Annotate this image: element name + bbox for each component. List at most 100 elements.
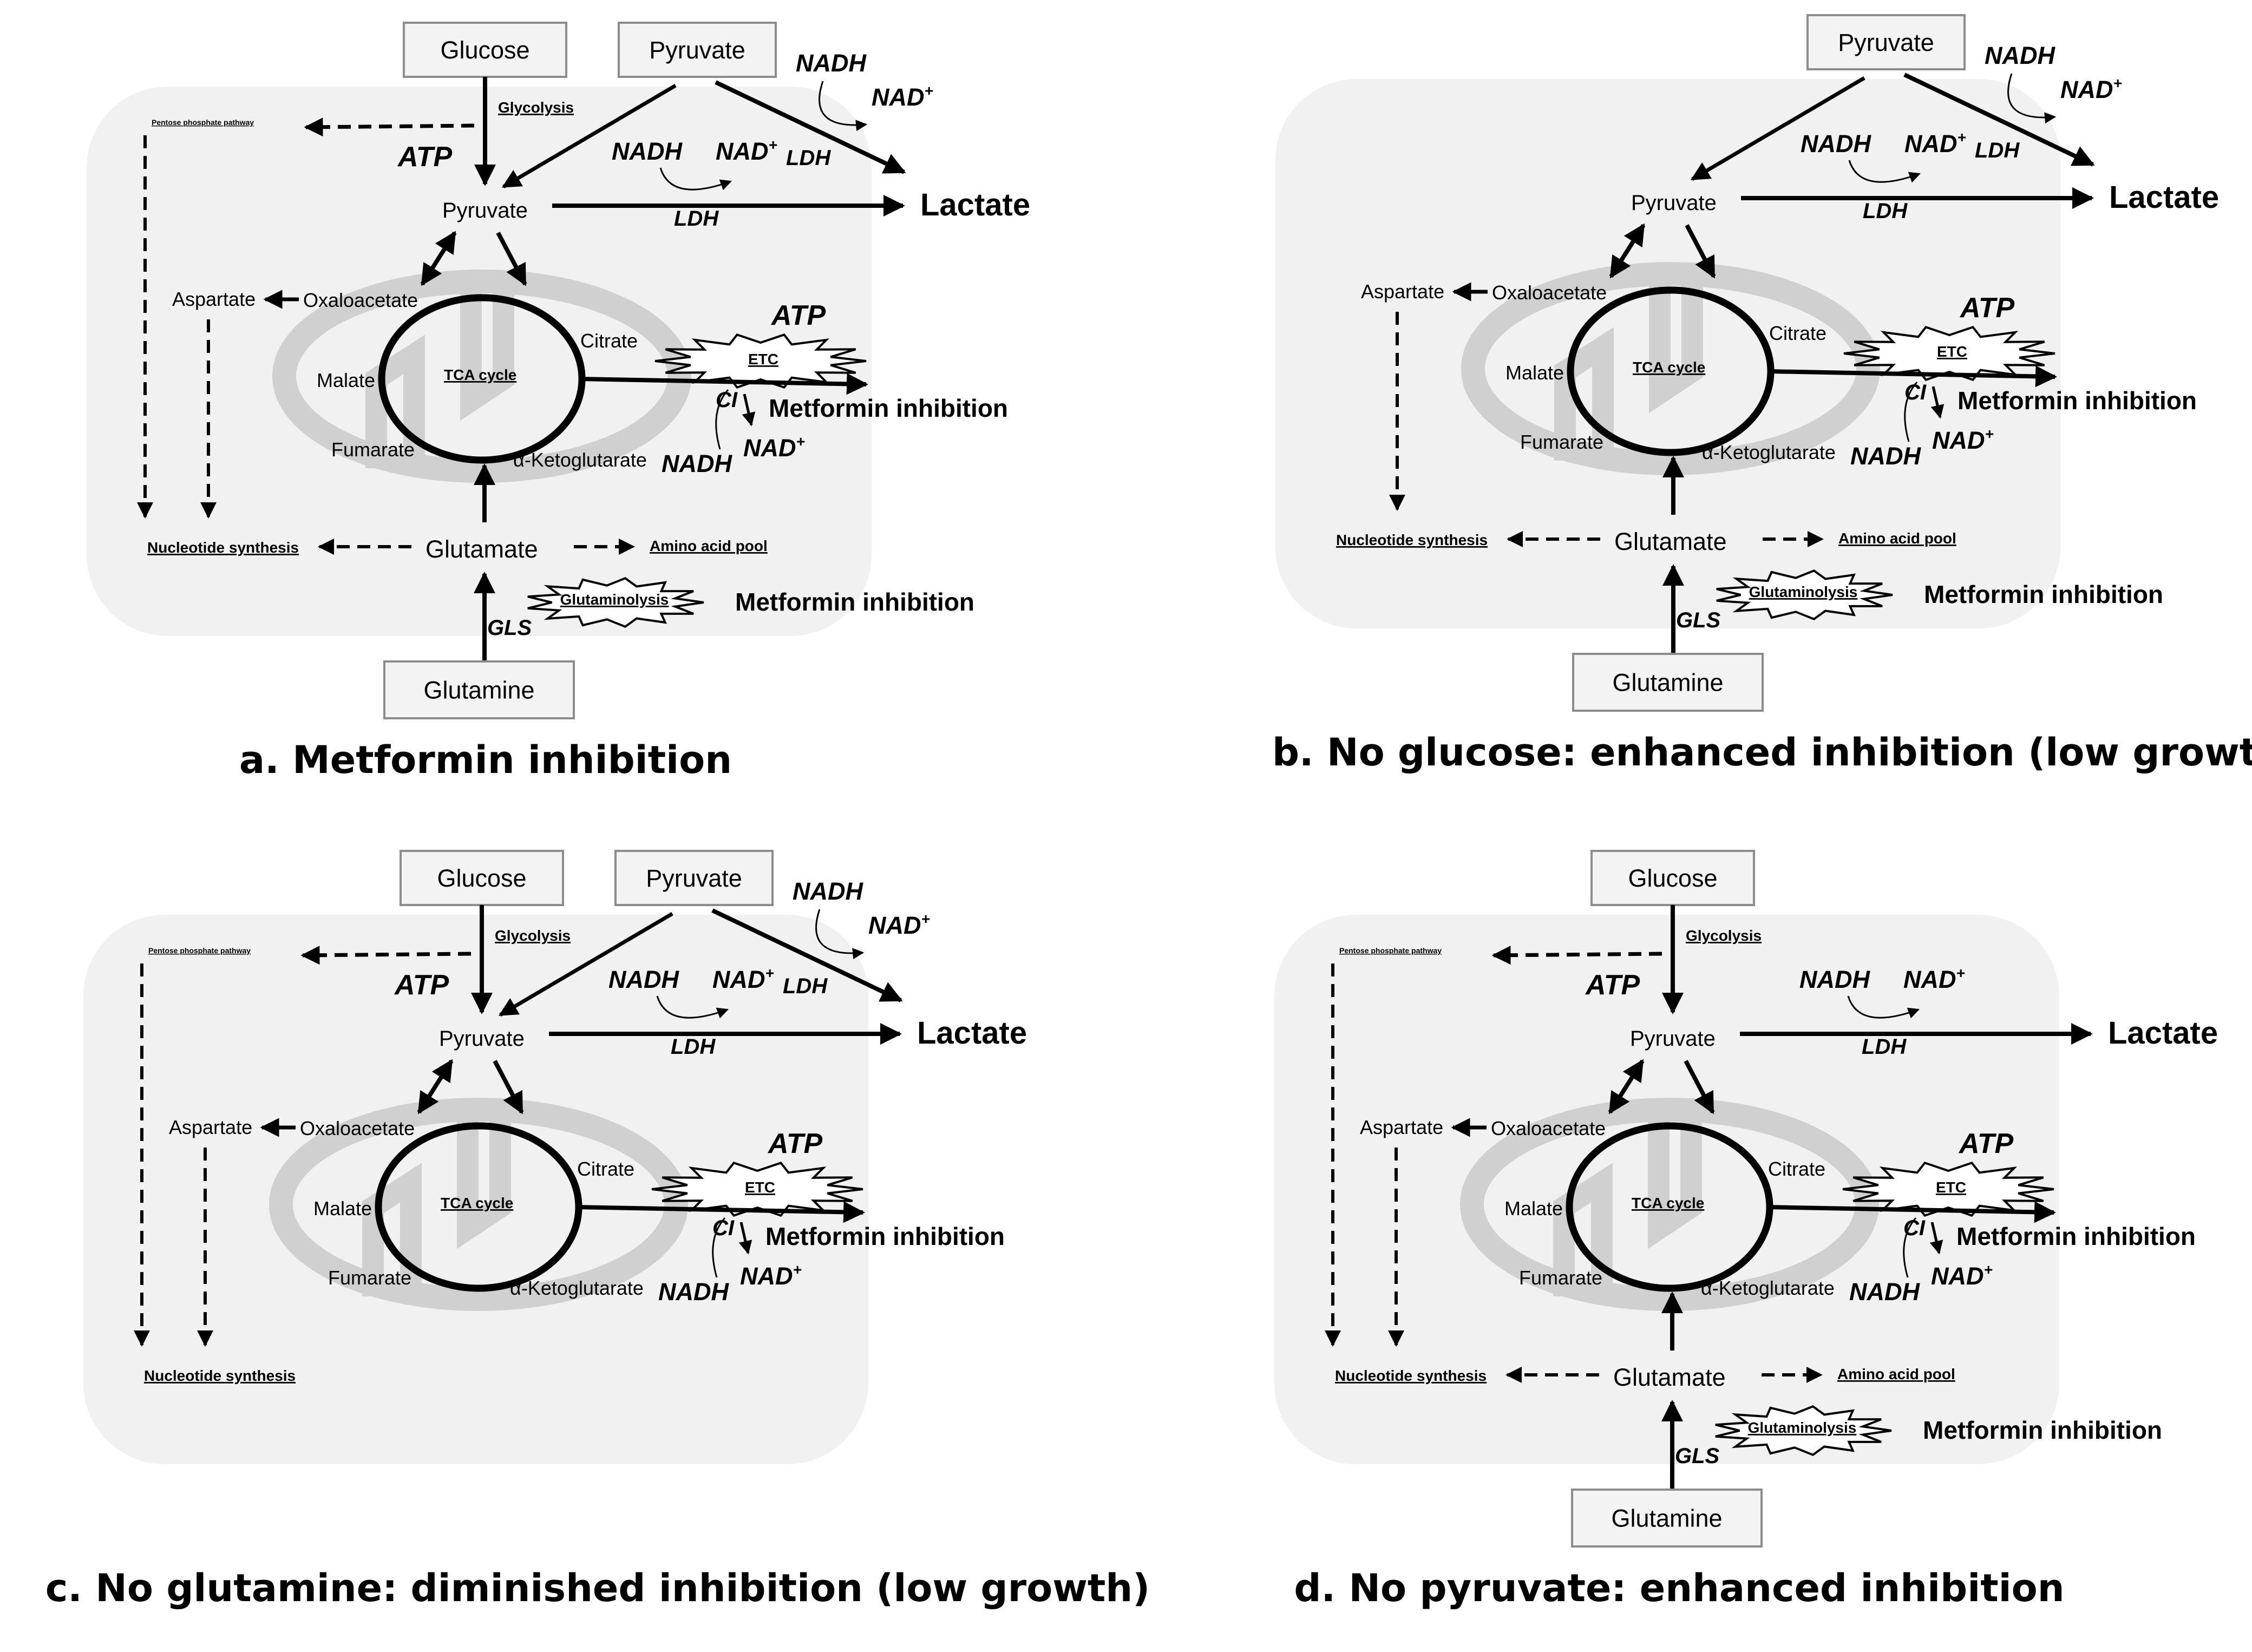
gls-label: GLS (1675, 1444, 1720, 1468)
pyruvate-ext-box: Pyruvate (618, 22, 777, 78)
aspartate-label: Aspartate (169, 1116, 252, 1138)
nad-ci-label: NAD+ (740, 1261, 802, 1290)
ldh-top-label: LDH (783, 974, 828, 998)
nad-mid-label: NAD+ (716, 136, 777, 165)
arrow-tca-etc (579, 373, 868, 395)
akg-label: α-Ketoglutarate (1702, 441, 1836, 463)
nadh-top-label: NADH (796, 49, 867, 77)
glycolysis-label: Glycolysis (1686, 927, 1762, 944)
pyruvate-ext-box: Pyruvate (614, 850, 774, 906)
lactate-label: Lactate (920, 187, 1030, 222)
nad-ci-label: NAD+ (1931, 1261, 1993, 1290)
nucleotide-label: Nucleotide synthesis (144, 1367, 296, 1384)
nad-mid-label: NAD+ (1904, 129, 1966, 158)
ci-curve (715, 389, 729, 450)
tca-label: TCA cycle (1633, 359, 1705, 376)
ci-curve (1904, 382, 1918, 442)
glycolysis-label: Glycolysis (498, 99, 574, 116)
glutamate-label: Glutamate (1614, 528, 1727, 555)
lactate-label: Lactate (917, 1015, 1027, 1051)
caption-b: b. No glucose: enhanced inhibition (low … (1272, 730, 2252, 775)
arrow-pyr-citrate (1684, 1060, 1715, 1115)
fumarate-label: Fumarate (1519, 1267, 1602, 1289)
arrow-pyr-citrate (1685, 224, 1716, 279)
etc-star (1843, 325, 2055, 382)
arrow-pyr-oxaloacetate (420, 231, 457, 286)
malate-label: Malate (313, 1197, 372, 1220)
lactate-label: Lactate (2108, 1015, 2218, 1051)
metformin-gln-label: Metformin inhibition (1924, 580, 2163, 608)
etc-label: ETC (1936, 1179, 1966, 1196)
amino-acid-label: Amino acid pool (1837, 1366, 1955, 1382)
gls-label: GLS (487, 616, 532, 640)
glutamine-box-label: Glutamine (1611, 1505, 1722, 1532)
glutamine-box-label: Glutamine (423, 677, 534, 704)
arrow-pyruvate-in (501, 83, 677, 189)
pentose-label: Pentose phosphate pathway (152, 118, 254, 127)
arrow-tca-etc (1767, 365, 2057, 388)
pyruvate-ext-box-label: Pyruvate (646, 864, 742, 892)
arrow-ci-down (738, 1222, 752, 1255)
tca-label: TCA cycle (1632, 1195, 1704, 1211)
amino-acid-label: Amino acid pool (650, 537, 768, 554)
ldh-mid-label: LDH (671, 1035, 716, 1059)
ldh-mid-label: LDH (1862, 1035, 1907, 1059)
arrow-tca-etc (1766, 1201, 2056, 1223)
atp-etc-label: ATP (1958, 1128, 2013, 1159)
pyruvate-ext-box-label: Pyruvate (1838, 29, 1934, 56)
metformin-etc-label: Metformin inhibition (1956, 1222, 2196, 1250)
nadh-mid-label: NADH (1801, 130, 1871, 158)
nadh-mid-curve (1847, 995, 1920, 1019)
pentose-label: Pentose phosphate pathway (148, 946, 251, 955)
nadh-mid-label: NADH (1799, 966, 1870, 993)
pyruvate-ext-box: Pyruvate (1806, 14, 1966, 70)
aspartate-label: Aspartate (172, 288, 256, 310)
caption-d: d. No pyruvate: enhanced inhibition (1294, 1566, 2064, 1610)
oxaloacetate-label: Oxaloacetate (300, 1117, 415, 1139)
atp-glycolysis-label: ATP (394, 969, 449, 1001)
pentose-label: Pentose phosphate pathway (1339, 946, 1442, 955)
metformin-etc-label: Metformin inhibition (769, 394, 1008, 422)
glucose-box-label: Glucose (1628, 864, 1717, 892)
arrow-tca-etc (575, 1201, 865, 1223)
nadh-mid-curve (656, 995, 729, 1019)
metformin-etc-label: Metformin inhibition (765, 1222, 1005, 1250)
glucose-box: Glucose (400, 850, 564, 906)
akg-label: α-Ketoglutarate (513, 449, 647, 471)
glucose-box-label: Glucose (440, 36, 529, 64)
caption-a: a. Metformin inhibition (239, 738, 732, 782)
citrate-label: Citrate (1768, 1158, 1825, 1180)
atp-etc-label: ATP (770, 300, 826, 331)
arrow-pentose (300, 946, 472, 965)
akg-label: α-Ketoglutarate (1701, 1277, 1835, 1299)
oxaloacetate-label: Oxaloacetate (1491, 1117, 1606, 1139)
ldh-mid-label: LDH (674, 207, 719, 231)
glutamine-box: Glutamine (1572, 653, 1764, 712)
citrate-label: Citrate (580, 330, 638, 352)
tca-label: TCA cycle (441, 1195, 513, 1211)
nucleotide-label: Nucleotide synthesis (1335, 1367, 1487, 1384)
metformin-gln-label: Metformin inhibition (1923, 1416, 2162, 1444)
mitochondrion (269, 1098, 688, 1311)
etc-label: ETC (1937, 343, 1967, 360)
glutaminolysis-label: Glutaminolysis (1748, 1419, 1857, 1436)
arrow-pyr-citrate (496, 232, 527, 286)
malate-label: Malate (1505, 362, 1564, 384)
glucose-box: Glucose (1590, 850, 1755, 906)
nadh-mid-curve (1848, 160, 1921, 183)
nadh-mid-label: NADH (608, 966, 679, 993)
arrow-pyruvate-in (1690, 76, 1865, 181)
lactate-label: Lactate (2109, 180, 2219, 215)
tca-label: TCA cycle (444, 366, 516, 383)
arrow-ci-down (742, 394, 756, 427)
nadh-top-curve (815, 909, 865, 960)
nad-mid-label: NAD+ (1903, 965, 1965, 993)
glucose-box: Glucose (403, 22, 567, 78)
glutaminolysis-star (527, 577, 704, 628)
nadh-mid-label: NADH (612, 137, 683, 165)
arrow-pyruvate-lactate (715, 80, 906, 174)
nadh-top-curve (2007, 73, 2057, 124)
citrate-label: Citrate (577, 1158, 634, 1180)
